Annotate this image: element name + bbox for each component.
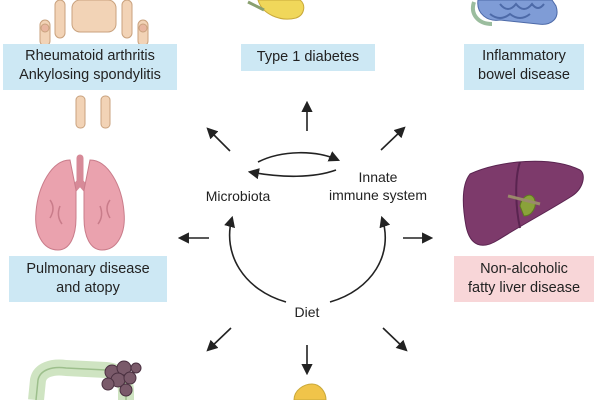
label-pulmonary-disease-atopy: Pulmonary disease and atopy xyxy=(9,256,167,302)
node-diet: Diet xyxy=(287,303,327,321)
diet-to-innate-arrow xyxy=(329,215,391,303)
microbiota-to-innate-arrow xyxy=(257,151,341,163)
label-nafld: Non-alcoholic fatty liver disease xyxy=(454,256,594,302)
label-pulmonary-line2: and atopy xyxy=(56,280,120,296)
label-ibd-line1: Inflammatory xyxy=(482,48,566,64)
label-ra-line2: Ankylosing spondylitis xyxy=(19,67,161,83)
lungs-icon xyxy=(35,154,125,251)
label-nafld-line1: Non-alcoholic xyxy=(480,261,568,277)
label-t1d-line1: Type 1 diabetes xyxy=(256,49,360,65)
organ-partial-icon xyxy=(293,383,327,400)
node-microbiota: Microbiota xyxy=(196,187,280,205)
node-diet-text: Diet xyxy=(294,304,320,320)
arrow-up-left xyxy=(206,127,231,152)
cycle-arrows xyxy=(224,151,391,303)
innate-to-microbiota-arrow xyxy=(247,168,337,180)
node-innate-immune-system: Innate immune system xyxy=(316,168,440,204)
node-microbiota-text: Microbiota xyxy=(205,188,271,204)
node-innate-line2: immune system xyxy=(328,187,428,203)
radial-arrows xyxy=(177,100,434,376)
arrow-down-right xyxy=(382,327,408,352)
label-ra-line1: Rheumatoid arthritis xyxy=(25,48,155,64)
pancreas-icon xyxy=(247,0,305,20)
label-inflammatory-bowel-disease: Inflammatory bowel disease xyxy=(464,44,584,90)
arrow-up-right xyxy=(380,126,406,151)
liver-icon xyxy=(462,160,584,246)
arrow-down-left xyxy=(206,327,232,352)
label-type-1-diabetes: Type 1 diabetes xyxy=(241,44,375,71)
node-innate-line1: Innate xyxy=(358,169,398,185)
label-nafld-line2: fatty liver disease xyxy=(467,280,581,296)
diet-to-microbiota-arrow xyxy=(224,215,287,303)
label-pulmonary-line1: Pulmonary disease xyxy=(26,261,150,277)
label-rheumatoid-ankylosing: Rheumatoid arthritis Ankylosing spondyli… xyxy=(3,44,177,90)
colon-tumor-icon xyxy=(28,359,142,400)
label-ibd-line2: bowel disease xyxy=(478,67,570,83)
intestine-icon xyxy=(471,0,558,26)
